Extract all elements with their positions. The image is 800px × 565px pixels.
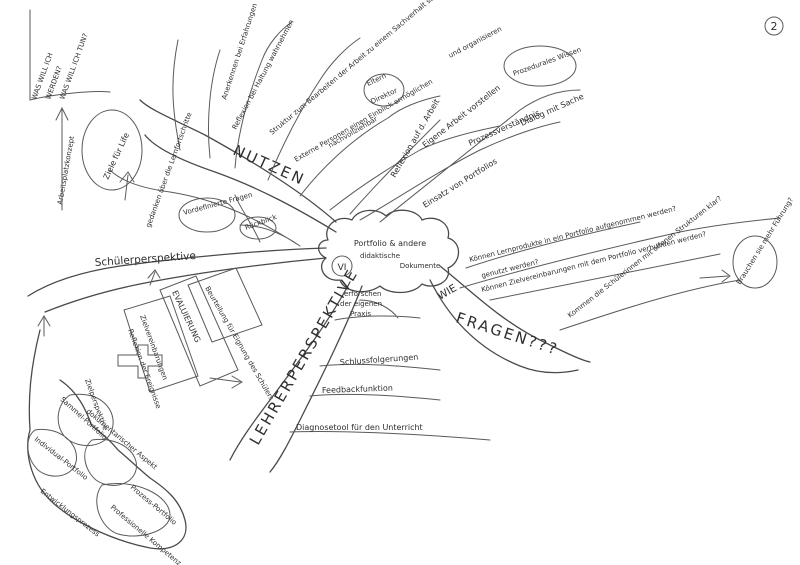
- erforschen-praxis-3: Praxis: [350, 310, 371, 318]
- hand-bubbles: [27, 393, 171, 537]
- center-numeral: VI: [338, 263, 347, 273]
- feedbackfunktion: Feedbackfunktion: [322, 384, 393, 395]
- eltern: Eltern: [365, 72, 387, 88]
- fragen-arrow: [699, 269, 731, 283]
- und-organisieren: und organisieren: [447, 25, 503, 60]
- arrow-up-left: [37, 315, 51, 337]
- vordefinierte-fragen: Vordefinierte Fragen: [182, 191, 253, 217]
- arrows-up: [55, 106, 135, 211]
- einsatz-von-portfolios: Einsatz von Portfolios: [421, 157, 498, 210]
- dialog-mit-sache: Dialog mit Sache: [519, 92, 585, 128]
- arbeitsplatzkonzept: Arbeitsplatzkonzept: [56, 135, 76, 205]
- lehrer-sub-branches: [289, 299, 491, 441]
- schuelerperspektive-label: Schülerperspektive: [94, 250, 196, 269]
- arrows-eval: [147, 269, 243, 389]
- diagnosetool: Diagnosetool für den Unterricht: [296, 423, 423, 432]
- beurteilung: Beurteilung für Eignung des Schülers: [203, 285, 275, 402]
- erforschen-praxis: erforschen: [344, 290, 382, 298]
- frage-fuehrung: Brauchen sie mehr Führung?: [735, 196, 795, 286]
- center-cloud: [318, 209, 460, 294]
- fragen-sub-branches: [459, 217, 781, 331]
- nutzen-sub-branches: [172, 21, 581, 223]
- center-title-3: Dokumente: [400, 262, 441, 270]
- individual-portfolio: Individual-Portfolio: [33, 435, 89, 482]
- page-number: 2: [771, 20, 778, 33]
- entwicklungsprozess: Entwicklungsprozess: [39, 487, 102, 538]
- eltern-bubble: [363, 73, 405, 107]
- page-number-circle: [764, 16, 784, 36]
- cross-symbol: [117, 344, 163, 379]
- schueler-sub-branches: [109, 169, 301, 247]
- prozess-portfolio: Prozess-Portfolio: [129, 483, 178, 526]
- vordefinierte-fragen-bubble: [178, 197, 236, 233]
- evaluierung-box: [159, 275, 239, 387]
- center-numeral-circle: [331, 255, 353, 277]
- evaluierung: EVALUIERUNG: [170, 289, 202, 344]
- center-title-2: didaktische: [360, 252, 400, 260]
- eigene-arbeit-vorstellen: Eigene Arbeit vorstellen: [421, 83, 502, 149]
- fuehrung-bubble: [732, 235, 778, 289]
- zielvereinbarung-box: [123, 295, 199, 393]
- erforschen-praxis-2: der eigenen: [340, 300, 382, 308]
- beurteilung-box: [187, 267, 263, 343]
- lehrer-branch: [229, 281, 363, 473]
- center-title-1: Portfolio & andere: [354, 239, 426, 248]
- nutzen-branch: [139, 99, 337, 233]
- ziele-bubble: [81, 109, 143, 191]
- prozedurales-wissen-bubble: [503, 45, 577, 87]
- fragen-branch: [429, 265, 591, 374]
- hand-outline: [27, 329, 187, 550]
- was-will-ich-box: [29, 9, 111, 101]
- wie-label: WIE: [436, 282, 459, 302]
- prozedurales-wissen: Prozedurales Wissen: [512, 46, 582, 78]
- was-will-ich-3: WAS WILL ICH TUN?: [58, 32, 89, 101]
- rueckblick-bubble: [239, 216, 277, 240]
- reflexion-ereignisse: Reflexion der Ereignisse: [126, 328, 162, 410]
